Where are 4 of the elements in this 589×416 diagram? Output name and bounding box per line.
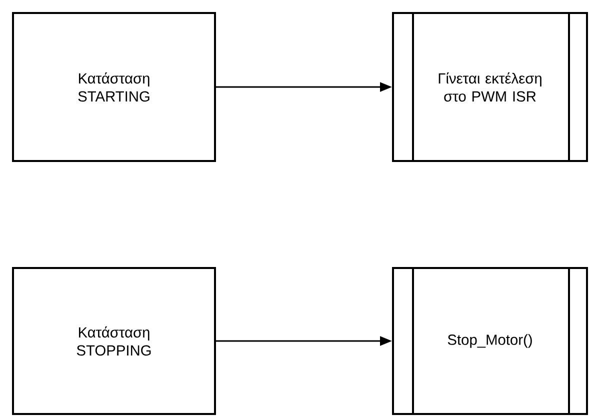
process-box: Κατάσταση STARTING [12,12,216,162]
process-box: Κατάσταση STOPPING [12,267,216,415]
predefined-process-box: Γίνεται εκτέλεση στο PWM ISR [392,12,588,162]
predefined-process-box: Stop_Motor() [392,267,588,415]
